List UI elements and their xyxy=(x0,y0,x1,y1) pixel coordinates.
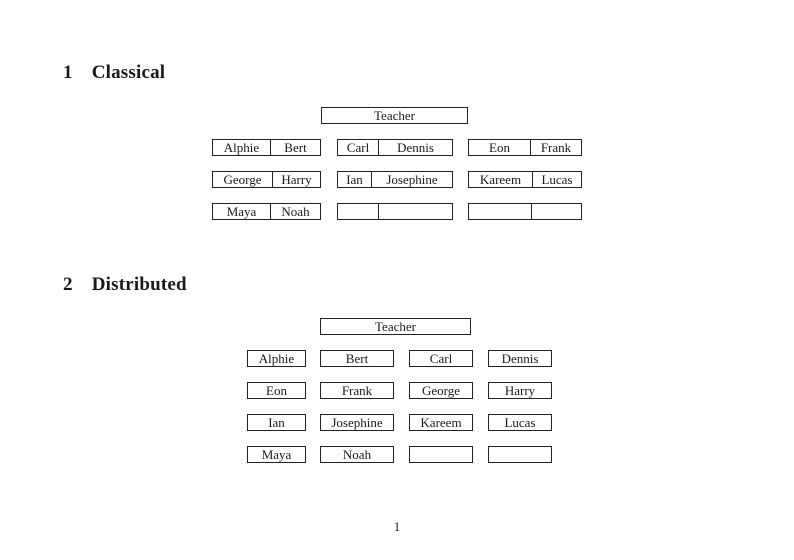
desk-cell: Kareem xyxy=(420,414,462,430)
section-title: Classical xyxy=(91,62,166,83)
desk-cell: Frank xyxy=(540,139,572,155)
desk-cell: Noah xyxy=(281,203,310,219)
desk-kareem-lucas: Kareem Lucas xyxy=(468,171,582,188)
desk-george-harry: George Harry xyxy=(212,171,321,188)
desk-cell xyxy=(532,204,581,219)
desk-cell: Dennis xyxy=(397,139,434,155)
teacher-box-classical: Teacher xyxy=(321,107,468,124)
desk-bert: Bert xyxy=(320,350,394,367)
section-number: 1 xyxy=(63,62,73,83)
teacher-box-distributed: Teacher xyxy=(320,318,471,335)
teacher-label: Teacher xyxy=(375,318,416,334)
section-heading-classical: 1 Classical xyxy=(63,62,165,84)
desk-cell: Kareem xyxy=(469,172,533,187)
desk-cell: Carl xyxy=(429,350,453,366)
desk-eon: Eon xyxy=(247,382,306,399)
desk-cell: Noah xyxy=(342,446,372,462)
desk-cell xyxy=(338,204,379,219)
teacher-label: Teacher xyxy=(374,107,415,123)
desk-cell: Harry xyxy=(504,382,536,398)
desk-cell: Harry xyxy=(281,171,312,187)
desk-frank: Frank xyxy=(320,382,394,399)
desk-lucas: Lucas xyxy=(488,414,552,431)
desk-cell: Bert xyxy=(345,350,369,366)
desk-cell: Ian xyxy=(268,414,285,430)
desk-josephine: Josephine xyxy=(320,414,394,431)
desk-alphie: Alphie xyxy=(247,350,306,367)
desk-cell: Carl xyxy=(338,140,379,155)
section-title: Distributed xyxy=(91,274,187,295)
section-number: 2 xyxy=(63,274,73,295)
desk-cell: Lucas xyxy=(504,414,536,430)
desk-ian: Ian xyxy=(247,414,306,431)
desk-cell xyxy=(379,204,452,219)
desk-harry: Harry xyxy=(488,382,552,399)
desk-cell: Ian xyxy=(338,172,372,187)
desk-maya-noah: Maya Noah xyxy=(212,203,321,220)
desk-carl: Carl xyxy=(409,350,473,367)
desk-ian-josephine: Ian Josephine xyxy=(337,171,453,188)
desk-empty xyxy=(488,446,552,463)
desk-cell: Josephine xyxy=(386,171,438,187)
page-number: 1 xyxy=(393,519,401,534)
desk-cell xyxy=(469,204,532,219)
desk-cell: Frank xyxy=(341,382,373,398)
desk-cell xyxy=(410,447,472,462)
desk-cell: Dennis xyxy=(501,350,539,366)
desk-kareem: Kareem xyxy=(409,414,473,431)
desk-cell: Maya xyxy=(261,446,292,462)
desk-eon-frank: Eon Frank xyxy=(468,139,582,156)
desk-carl-dennis: Carl Dennis xyxy=(337,139,453,156)
desk-cell: Lucas xyxy=(541,171,573,187)
desk-cell: Alphie xyxy=(258,350,295,366)
desk-cell: Maya xyxy=(213,204,271,219)
desk-maya: Maya xyxy=(247,446,306,463)
desk-cell: Eon xyxy=(266,382,287,398)
desk-george: George xyxy=(409,382,473,399)
desk-empty xyxy=(409,446,473,463)
desk-empty xyxy=(337,203,453,220)
desk-cell: George xyxy=(213,172,273,187)
desk-cell: Josephine xyxy=(331,414,383,430)
desk-dennis: Dennis xyxy=(488,350,552,367)
desk-cell xyxy=(489,447,551,462)
desk-cell: Alphie xyxy=(213,140,271,155)
desk-empty xyxy=(468,203,582,220)
section-heading-distributed: 2 Distributed xyxy=(63,274,187,296)
desk-alphie-bert: Alphie Bert xyxy=(212,139,321,156)
desk-cell: Eon xyxy=(469,140,531,155)
desk-cell: George xyxy=(421,382,461,398)
desk-noah: Noah xyxy=(320,446,394,463)
desk-cell: Bert xyxy=(284,139,307,155)
